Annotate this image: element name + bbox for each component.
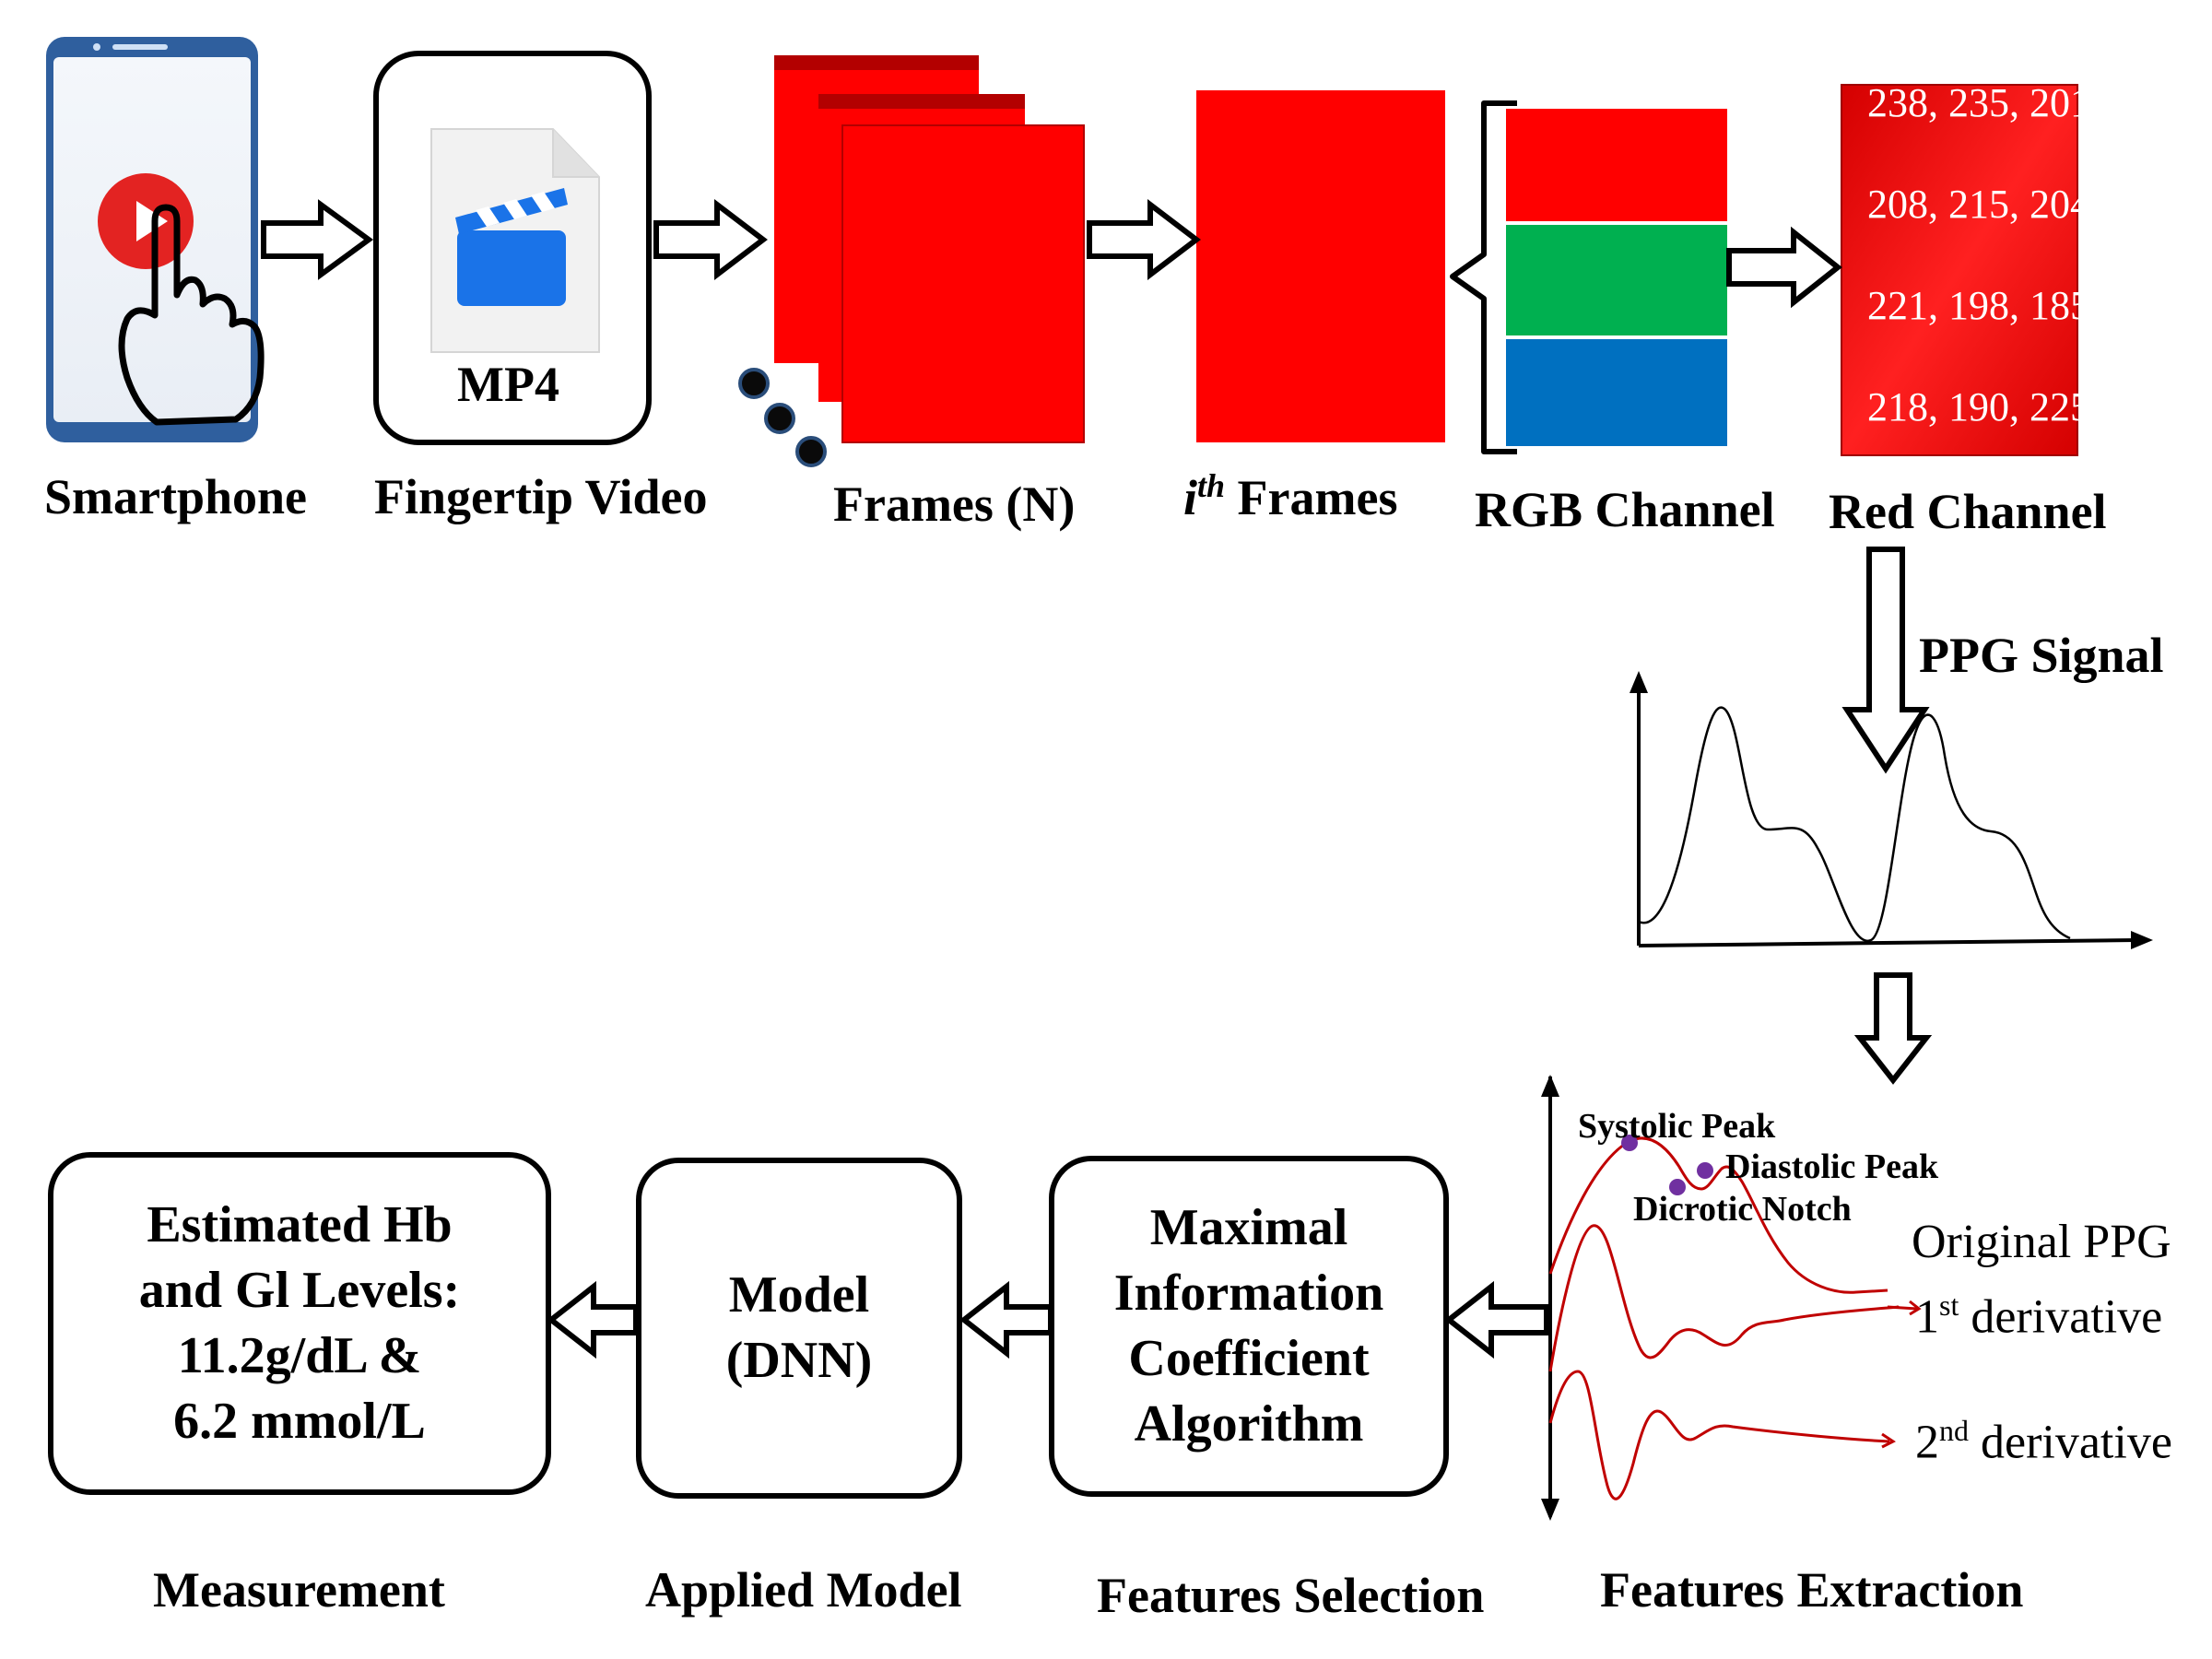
mic-line-3: Coefficient xyxy=(1128,1330,1370,1387)
measurement-box: Estimated Hb and Gl Levels: 11.2g/dL & 6… xyxy=(48,1152,551,1495)
arrow-right-1 xyxy=(261,199,374,280)
arrow-right-2 xyxy=(653,198,768,281)
second-derivative-num: 2 xyxy=(1915,1416,1939,1469)
original-ppg-label: Original PPG xyxy=(1912,1216,2171,1268)
red-channel-label: Red Channel xyxy=(1829,484,2107,539)
arrow-down-ppg xyxy=(1841,547,1930,774)
first-derivative-label: 1st derivative xyxy=(1915,1288,2162,1344)
arrow-down-features xyxy=(1853,972,1933,1085)
ith-frames-label: ith Frames xyxy=(1183,466,1397,526)
measurement-line-3: 11.2g/dL & xyxy=(177,1327,422,1384)
measurement-label: Measurement xyxy=(153,1562,445,1618)
red-channel xyxy=(1841,84,2078,456)
pointing-hand-icon xyxy=(118,204,265,426)
model-line-2: (DNN) xyxy=(725,1332,873,1389)
video-file-icon xyxy=(430,128,600,353)
mic-line-4: Algorithm xyxy=(1134,1395,1364,1453)
systolic-peak-label: Systolic Peak xyxy=(1578,1107,1776,1146)
features-selection-label: Features Selection xyxy=(1097,1568,1485,1623)
red-value-row-1: 238, 235, 201 xyxy=(1867,80,2090,125)
arrow-right-4 xyxy=(1726,226,1842,309)
original-ppg-curve xyxy=(1548,1136,1888,1294)
mic-box: Maximal Information Coefficient Algorith… xyxy=(1049,1156,1449,1497)
arrow-left-3 xyxy=(547,1280,639,1359)
rgb-channel-label: RGB Channel xyxy=(1475,482,1775,537)
applied-model-label: Applied Model xyxy=(645,1562,962,1618)
model-line-1: Model xyxy=(728,1266,870,1324)
ppg-signal-plot xyxy=(1630,671,2153,949)
red-value-row-3: 221, 198, 185 xyxy=(1867,283,2090,328)
measurement-line-1: Estimated Hb xyxy=(147,1196,453,1253)
first-derivative-curve xyxy=(1548,1224,1900,1372)
second-derivative-curve xyxy=(1548,1370,1890,1500)
measurement-line-2: and Gl Levels: xyxy=(138,1262,461,1319)
smartphone-label: Smartphone xyxy=(44,469,308,524)
dicrotic-notch-label: Dicrotic Notch xyxy=(1633,1190,1852,1229)
mic-line-2: Information xyxy=(1113,1265,1384,1322)
first-derivative-sup: st xyxy=(1939,1288,1959,1322)
red-value-row-4: 218, 190, 225 xyxy=(1867,384,2090,429)
frames-n-label: Frames (N) xyxy=(833,477,1076,532)
second-derivative-text: derivative xyxy=(1969,1416,2172,1469)
diastolic-peak-label: Diastolic Peak xyxy=(1725,1147,1939,1186)
arrow-left-2 xyxy=(959,1280,1053,1359)
features-plot xyxy=(1541,1075,1922,1521)
first-derivative-num: 1 xyxy=(1915,1290,1939,1344)
arrow-right-3 xyxy=(1087,198,1201,281)
second-derivative-label: 2nd derivative xyxy=(1915,1414,2172,1469)
ppg-signal-label: PPG Signal xyxy=(1919,628,2164,683)
mp4-label: MP4 xyxy=(457,357,559,412)
arrow-left-1 xyxy=(1444,1280,1549,1359)
rgb-channel xyxy=(1450,100,1727,454)
red-value-row-2: 208, 215, 204 xyxy=(1867,182,2090,227)
fingertip-video-label: Fingertip Video xyxy=(374,469,708,524)
mic-line-1: Maximal xyxy=(1149,1199,1348,1256)
ith-frame xyxy=(1196,90,1445,442)
frames-stack xyxy=(738,55,1085,467)
ith-frames-sup: th xyxy=(1197,467,1226,504)
second-derivative-sup: nd xyxy=(1939,1414,1969,1447)
ith-frames-math: i xyxy=(1183,470,1198,525)
features-extraction-label: Features Extraction xyxy=(1600,1562,2024,1618)
ith-frames-text: Frames xyxy=(1237,470,1398,525)
smartphone-icon xyxy=(46,37,265,442)
first-derivative-text: derivative xyxy=(1959,1290,2163,1344)
measurement-line-4: 6.2 mmol/L xyxy=(173,1393,426,1450)
model-box: Model (DNN) xyxy=(636,1158,962,1499)
